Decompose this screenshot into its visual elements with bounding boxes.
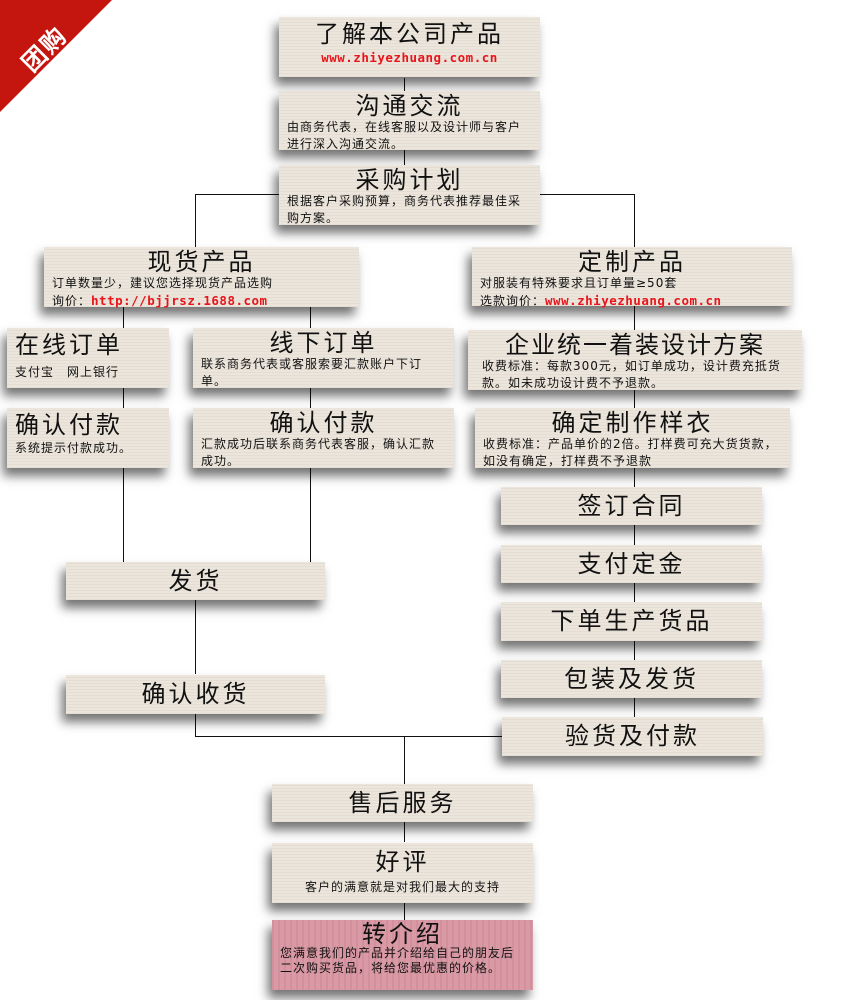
step-confirm-payment-offline: 确认付款 汇款成功后联系商务代表客服，确认汇款成功。 xyxy=(193,408,454,468)
connector xyxy=(123,306,124,328)
connector xyxy=(530,194,634,195)
website-link[interactable]: www.zhiyezhuang.com.cn xyxy=(545,293,722,308)
step-title: 下单生产货品 xyxy=(550,607,713,635)
step-pack-ship: 包装及发货 xyxy=(501,660,762,698)
connector xyxy=(634,390,635,408)
step-title: 采购计划 xyxy=(355,166,464,194)
step-title: 验货及付款 xyxy=(565,722,700,750)
step-uniform-design: 企业统一着装设计方案 收费标准：每款300元，如订单成功，设计费充抵货款。如未成… xyxy=(468,330,802,390)
connector xyxy=(404,150,405,166)
step-title: 售后服务 xyxy=(348,789,457,817)
connector xyxy=(310,468,311,562)
step-description: 支付宝 网上银行 xyxy=(15,365,120,379)
group-buy-corner-ribbon xyxy=(0,0,112,112)
step-confirm-payment-online: 确认付款 系统提示付款成功。 xyxy=(7,408,169,468)
shop-link[interactable]: http://bjjrsz.1688.com xyxy=(91,293,268,308)
step-title: 企业统一着装设计方案 xyxy=(505,331,765,359)
step-purchase-plan: 采购计划 根据客户采购预算，商务代表推荐最佳采购方案。 xyxy=(279,165,540,225)
step-title: 签订合同 xyxy=(577,492,686,520)
website-link[interactable]: www.zhiyezhuang.com.cn xyxy=(321,50,498,65)
step-title: 了解本公司产品 xyxy=(315,20,504,48)
step-title: 确认付款 xyxy=(269,409,378,437)
step-title: 沟通交流 xyxy=(355,92,464,120)
step-title: 定制产品 xyxy=(578,248,686,276)
step-stock-products: 现货产品 订单数量少，建议您选择现货产品选购 询价：http://bjjrsz.… xyxy=(44,247,359,308)
step-title: 在线订单 xyxy=(15,331,123,359)
connector xyxy=(195,736,502,737)
connector xyxy=(634,306,635,330)
inquiry-label: 询价： xyxy=(52,294,92,308)
step-ship: 发货 xyxy=(66,562,325,600)
step-confirm-receipt: 确认收货 xyxy=(66,675,325,714)
connector xyxy=(634,468,635,488)
connector xyxy=(404,820,405,842)
connector xyxy=(634,698,635,718)
step-inspect-pay: 验货及付款 xyxy=(502,717,763,756)
step-offline-order: 线下订单 联系商务代表或客服索要汇款账户下订单。 xyxy=(193,328,454,388)
step-description: 收费标准：每款300元，如订单成功，设计费充抵货款。如未成功设计费不予退款。 xyxy=(482,359,781,390)
connector xyxy=(634,582,635,604)
connector xyxy=(404,736,405,784)
step-communication: 沟通交流 由商务代表，在线客服以及设计师与客户进行深入沟通交流。 xyxy=(279,91,540,151)
step-referral: 转介绍 您满意我们的产品并介绍给自己的朋友后二次购买货品，将给您最优惠的价格。 xyxy=(272,920,533,990)
step-sample: 确定制作样衣 收费标准：产品单价的2倍。打样费可充大货货款，如没有确定，打样费不… xyxy=(475,408,790,468)
connector xyxy=(634,640,635,660)
step-custom-products: 定制产品 对服装有特殊要求且订单量≥50套 选款询价：www.zhiyezhua… xyxy=(472,247,792,308)
step-title: 转介绍 xyxy=(362,920,443,948)
step-description: 您满意我们的产品并介绍给自己的朋友后二次购买货品，将给您最优惠的价格。 xyxy=(280,946,515,975)
step-know-products: 了解本公司产品 www.zhiyezhuang.com.cn xyxy=(279,17,540,77)
step-title: 确认付款 xyxy=(15,411,123,439)
step-description: 系统提示付款成功。 xyxy=(15,441,133,455)
step-description: 收费标准：产品单价的2倍。打样费可充大货货款，如没有确定，打样费不予退款 xyxy=(483,437,778,468)
step-description: 汇款成功后联系商务代表客服，确认汇款成功。 xyxy=(201,437,436,468)
connector xyxy=(195,600,196,674)
step-title: 包装及发货 xyxy=(564,665,699,693)
step-title: 确定制作样衣 xyxy=(551,409,714,437)
connector xyxy=(195,194,283,195)
connector xyxy=(195,714,196,736)
step-produce: 下单生产货品 xyxy=(501,602,762,641)
step-description: 对服装有特殊要求且订单量≥50套 xyxy=(480,276,678,290)
step-pay-deposit: 支付定金 xyxy=(501,545,762,583)
connector xyxy=(123,468,124,562)
connector xyxy=(404,78,405,92)
step-title: 现货产品 xyxy=(147,248,256,276)
step-description: 根据客户采购预算，商务代表推荐最佳采购方案。 xyxy=(287,194,522,225)
connector xyxy=(195,194,196,248)
step-title: 确认收货 xyxy=(141,680,250,708)
connector xyxy=(634,524,635,546)
connector xyxy=(310,306,311,328)
step-title: 发货 xyxy=(168,567,223,595)
step-title: 线下订单 xyxy=(269,329,378,357)
connector xyxy=(123,388,124,408)
connector xyxy=(404,902,405,920)
step-description: 由商务代表，在线客服以及设计师与客户进行深入沟通交流。 xyxy=(287,120,522,151)
step-title: 支付定金 xyxy=(577,550,686,578)
step-after-sales: 售后服务 xyxy=(272,784,533,822)
connector xyxy=(634,194,635,248)
step-description: 订单数量少，建议您选择现货产品选购 xyxy=(52,276,274,290)
step-online-order: 在线订单 支付宝 网上银行 xyxy=(7,328,169,388)
connector xyxy=(310,388,311,408)
step-description: 客户的满意就是对我们最大的支持 xyxy=(304,880,500,894)
step-sign-contract: 签订合同 xyxy=(501,487,762,525)
inquiry-label: 选款询价： xyxy=(480,294,546,308)
step-title: 好评 xyxy=(375,848,430,876)
step-praise: 好评 客户的满意就是对我们最大的支持 xyxy=(272,843,533,903)
step-description: 联系商务代表或客服索要汇款账户下订单。 xyxy=(201,357,423,388)
